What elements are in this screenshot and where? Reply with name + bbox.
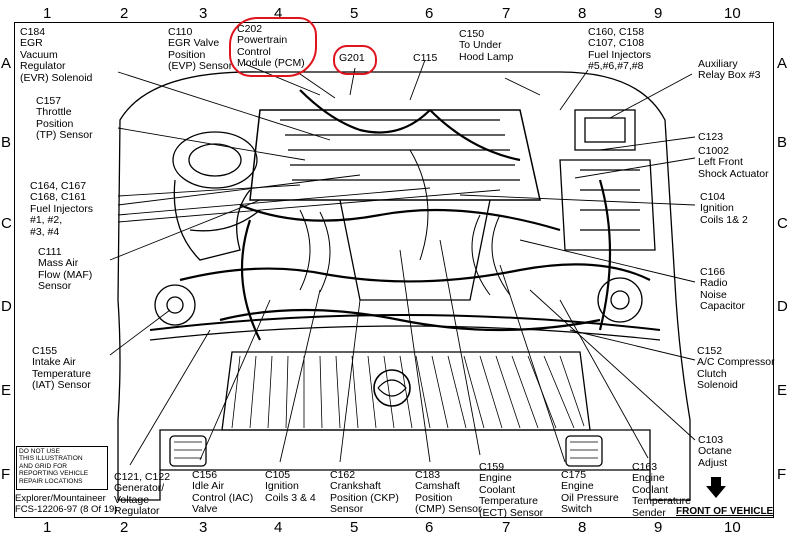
grid-col-1-bottom: 1 — [43, 519, 52, 536]
highlight-circle-pcm — [229, 17, 317, 77]
label-c152-ac-compressor: C152 A/C Compressor Clutch Solenoid — [697, 345, 775, 392]
label-c105-ignition-coils-3-4: C105 Ignition Coils 3 & 4 — [265, 469, 316, 504]
grid-row-f-right: F — [777, 466, 787, 483]
grid-col-5-bottom: 5 — [350, 519, 359, 536]
grid-col-8-bottom: 8 — [578, 519, 587, 536]
grid-row-d-left: D — [1, 298, 12, 315]
grid-col-4-bottom: 4 — [274, 519, 283, 536]
grid-col-9-top: 9 — [654, 5, 663, 22]
label-c123: C123 — [698, 131, 724, 143]
grid-col-10-bottom: 10 — [724, 519, 741, 536]
label-c103-octane-adjust: C103 Octane Adjust — [698, 434, 732, 469]
label-c160-fuel-injectors-5-8: C160, C158 C107, C108 Fuel Injectors #5,… — [588, 26, 652, 73]
label-c1002-shock-actuator: C1002 Left Front Shock Actuator — [698, 145, 769, 180]
grid-row-d-right: D — [777, 298, 788, 315]
label-c111-maf-sensor: C111 Mass Air Flow (MAF) Sensor — [38, 246, 93, 293]
document-reference: Explorer/Mountaineer FCS-12206-97 (8 Of … — [15, 493, 118, 515]
disclaimer-note: DO NOT USE THIS ILLUSTRATION AND GRID FO… — [16, 446, 108, 490]
grid-row-b-left: B — [1, 134, 12, 151]
label-c183-cmp-sensor: C183 Camshaft Position (CMP) Sensor — [415, 469, 482, 516]
label-c115: C115 — [413, 52, 438, 64]
label-g201: G201 — [339, 52, 365, 64]
grid-col-6-top: 6 — [425, 5, 434, 22]
grid-row-a-left: A — [1, 55, 12, 72]
grid-col-4-top: 4 — [274, 5, 283, 22]
grid-col-10-top: 10 — [724, 5, 741, 22]
label-c157-tp-sensor: C157 Throttle Position (TP) Sensor — [36, 95, 93, 142]
grid-row-c-left: C — [1, 215, 12, 232]
label-c166-radio-noise-capacitor: C166 Radio Noise Capacitor — [700, 266, 745, 313]
label-c175-oil-pressure-switch: C175 Engine Oil Pressure Switch — [561, 469, 619, 516]
label-c155-iat-sensor: C155 Intake Air Temperature (IAT) Sensor — [32, 345, 91, 392]
grid-row-b-right: B — [777, 134, 788, 151]
grid-col-9-bottom: 9 — [654, 519, 663, 536]
grid-col-2-top: 2 — [120, 5, 129, 22]
label-c104-ignition-coils-1-2: C104 Ignition Coils 1& 2 — [700, 191, 748, 226]
grid-row-e-left: E — [1, 382, 12, 399]
highlight-circle-g201 — [333, 45, 377, 75]
label-c184-evr-solenoid: C184 EGR Vacuum Regulator (EVR) Solenoid — [20, 26, 93, 84]
front-of-vehicle-label: FRONT OF VEHICLE — [676, 506, 774, 517]
label-c156-iac-valve: C156 Idle Air Control (IAC) Valve — [192, 469, 254, 516]
grid-col-6-bottom: 6 — [425, 519, 434, 536]
grid-col-2-bottom: 2 — [120, 519, 129, 536]
grid-row-a-right: A — [777, 55, 788, 72]
label-c121-generator: C121, C122 Generator/ Voltage Regulator — [114, 471, 171, 518]
grid-row-f-left: F — [1, 466, 11, 483]
grid-col-5-top: 5 — [350, 5, 359, 22]
grid-col-3-bottom: 3 — [199, 519, 208, 536]
grid-col-7-top: 7 — [502, 5, 511, 22]
grid-row-c-right: C — [777, 215, 788, 232]
label-c159-ect-sensor: C159 Engine Coolant Temperature (ECT) Se… — [479, 461, 544, 519]
label-auxiliary-relay-box: Auxiliary Relay Box #3 — [698, 58, 761, 82]
label-c150-under-hood-lamp: C150 To Under Hood Lamp — [459, 28, 514, 63]
label-c162-ckp-sensor: C162 Crankshaft Position (CKP) Sensor — [330, 469, 399, 516]
grid-col-7-bottom: 7 — [502, 519, 511, 536]
grid-col-1-top: 1 — [43, 5, 52, 22]
grid-col-8-top: 8 — [578, 5, 587, 22]
label-c163-coolant-temp-sender: C163 Engine Coolant Temperature Sender — [632, 461, 691, 519]
label-c110-evp-sensor: C110 EGR Valve Position (EVP) Sensor — [168, 26, 233, 73]
label-c164-fuel-injectors-1-4: C164, C167 C168, C161 Fuel Injectors #1,… — [30, 180, 94, 238]
grid-col-3-top: 3 — [199, 5, 208, 22]
grid-row-e-right: E — [777, 382, 788, 399]
diagram-frame — [14, 22, 774, 518]
